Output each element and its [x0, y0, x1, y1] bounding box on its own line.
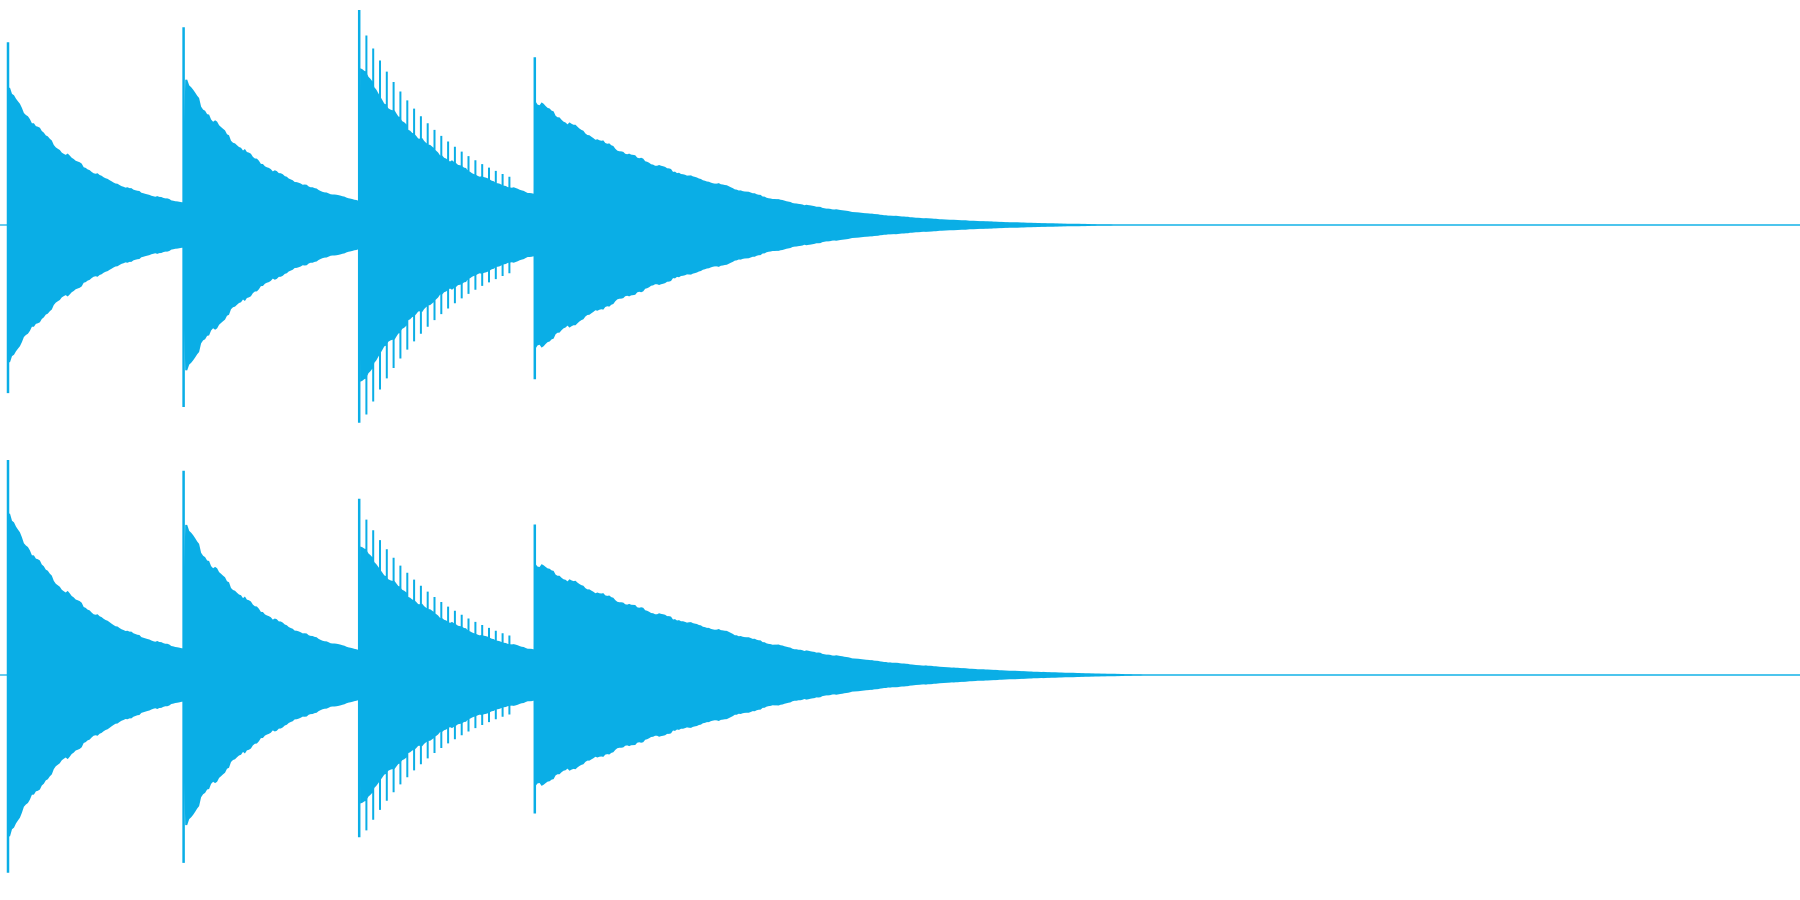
channel-1-ripples — [365, 35, 511, 415]
channel-1-envelope — [8, 68, 1800, 382]
channel-1-spikes — [6, 10, 537, 423]
channel-2-spikes — [6, 460, 537, 873]
channel-1-waveform — [0, 10, 1800, 423]
channel-2-envelope — [8, 513, 1800, 837]
channel-2-ripples — [365, 519, 511, 831]
channel-2-waveform — [0, 460, 1800, 873]
